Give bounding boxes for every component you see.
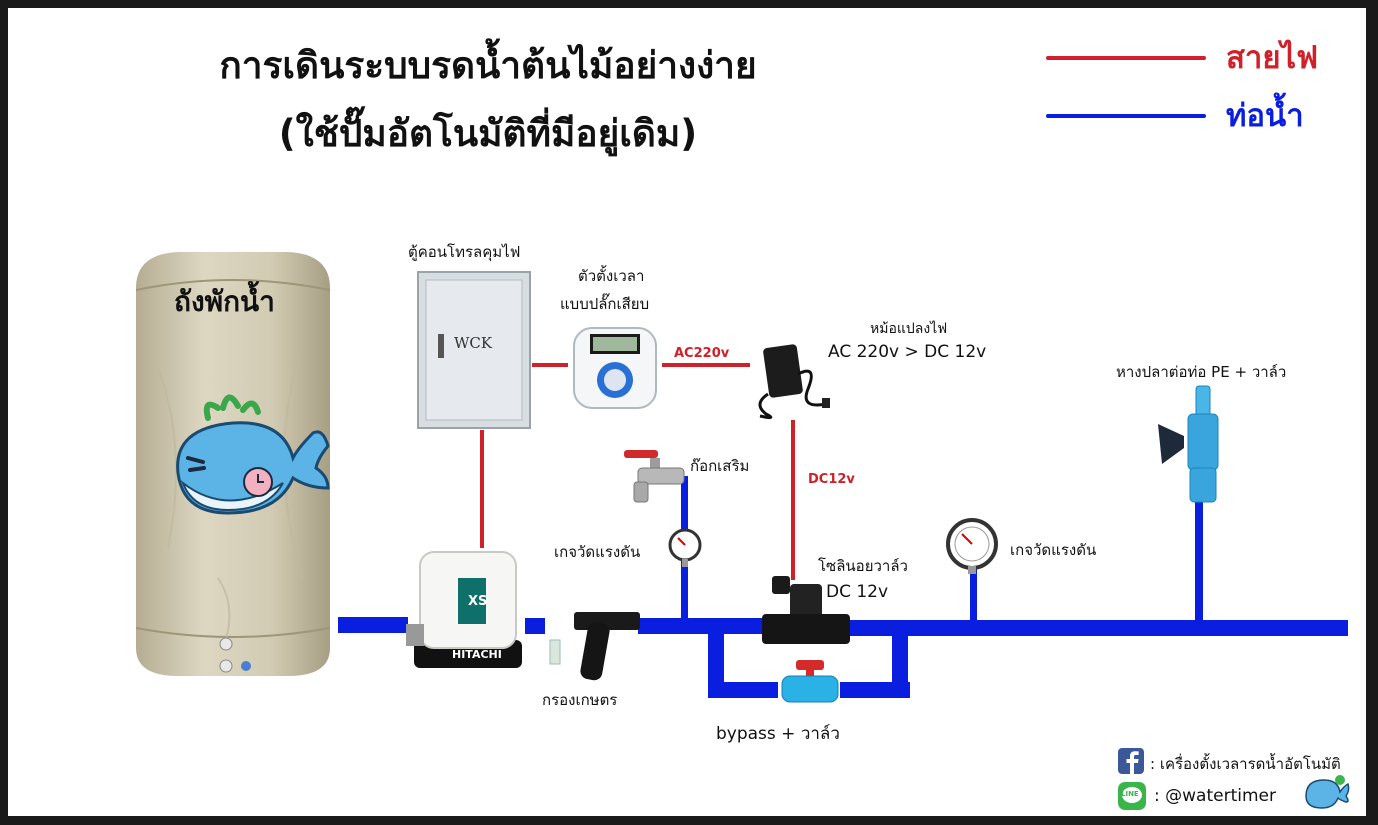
pump-icon — [406, 551, 522, 668]
diagram-title-line1: การเดินระบบรดน้ำต้นไม้อย่างง่าย — [219, 44, 757, 87]
pressure-gauge-icon — [946, 518, 998, 574]
ball-valve-icon — [781, 660, 839, 703]
solenoid-valve-icon — [762, 576, 850, 644]
wire-control-to-pump — [480, 430, 484, 548]
pipe-bypass-bottom-left — [708, 682, 778, 698]
ac-wire-label: AC220v — [674, 346, 730, 361]
legend-pipe-line — [1046, 114, 1206, 118]
control-box-brand: WCK — [454, 334, 493, 352]
diagram-title-line2: (ใช้ปั๊มอัตโนมัติที่มีอยู่เดิม) — [278, 112, 698, 155]
pipe-main-after-solenoid — [843, 620, 1348, 636]
whale-mascot-icon — [1305, 775, 1350, 809]
line-icon-text: LINE — [1121, 790, 1139, 798]
pipe-pe-riser — [1195, 502, 1203, 622]
power-adapter-icon — [758, 344, 830, 420]
line-icon[interactable] — [1118, 782, 1146, 810]
gauge-right-label: เกจวัดแรงดัน — [1010, 541, 1097, 559]
solenoid-label-line1: โซลินอยวาล์ว — [818, 557, 908, 575]
adapter-label-line2: AC 220v > DC 12v — [828, 342, 987, 362]
faucet-icon — [624, 450, 685, 503]
facebook-icon[interactable] — [1118, 748, 1144, 774]
control-box-label: ตู้คอนโทรลคุมไฟ — [408, 243, 521, 261]
timer-plug-icon — [573, 327, 657, 409]
filter-label: กรองเกษตร — [542, 691, 618, 709]
wire-control-to-timer — [532, 363, 568, 367]
timer-label-line1: ตัวตั้งเวลา — [578, 267, 645, 285]
adapter-label-line1: หม้อแปลงไฟ — [870, 321, 948, 337]
whale-mascot-icon — [176, 394, 330, 515]
line-text[interactable]: : @watertimer — [1154, 786, 1276, 806]
legend-wire-label: สายไฟ — [1226, 40, 1319, 76]
legend-pipe-label: ท่อน้ำ — [1226, 98, 1304, 134]
solenoid-label-line2: DC 12v — [826, 582, 889, 602]
pump-model: XS — [468, 594, 488, 609]
pe-fitting-label: หางปลาต่อท่อ PE + วาล์ว — [1116, 363, 1287, 381]
diagram-canvas: การเดินระบบรดน้ำต้นไม้อย่างง่าย (ใช้ปั๊ม… — [8, 8, 1366, 816]
pipe-pump-to-filter-a — [525, 618, 545, 634]
timer-label-line2: แบบปลั๊กเสียบ — [560, 295, 650, 313]
dc-wire-label: DC12v — [808, 472, 855, 487]
wire-adapter-to-solenoid — [791, 420, 795, 580]
pipe-filter-to-bypass — [638, 618, 768, 634]
filter-icon — [549, 612, 640, 681]
pe-fitting-valve-icon — [1158, 385, 1219, 503]
pressure-gauge-icon — [668, 528, 702, 567]
pump-brand: HITACHI — [452, 648, 502, 661]
pipe-tank-to-pump — [338, 617, 408, 633]
facebook-text[interactable]: : เครื่องตั้งเวลารดน้ำอัตโนมัติ — [1150, 755, 1341, 773]
control-box-icon — [417, 271, 531, 429]
legend-wire-line — [1046, 56, 1206, 60]
tank-label: ถังพักน้ำ — [174, 285, 275, 318]
wire-timer-to-adapter — [662, 363, 750, 367]
faucet-label: ก๊อกเสริม — [690, 457, 750, 475]
bypass-label: bypass + วาล์ว — [716, 724, 840, 744]
pipe-bypass-right-down — [892, 636, 908, 698]
gauge-left-label: เกจวัดแรงดัน — [554, 543, 641, 561]
pipe-gauge-right-riser — [970, 568, 977, 622]
